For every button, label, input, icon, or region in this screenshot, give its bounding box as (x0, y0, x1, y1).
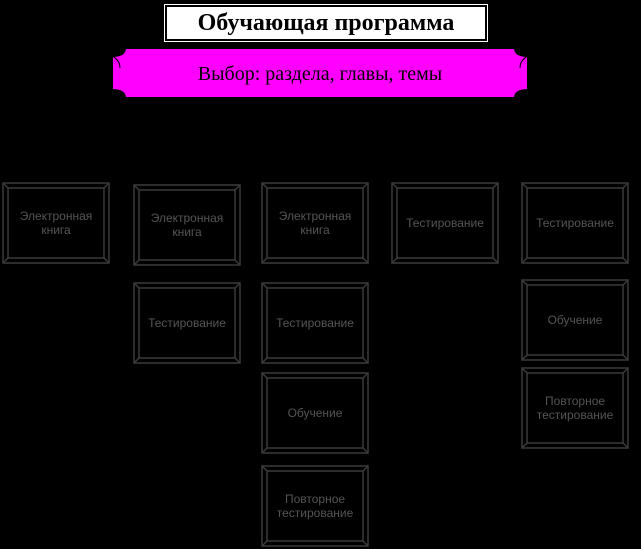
arrow-to-col5 (478, 96, 570, 174)
node-col2-e-book: Электронная книга (150, 211, 224, 239)
node-col3-retest: Повторное тестирование (276, 492, 354, 520)
node-col3-e-book: Электронная книга (278, 209, 352, 237)
arrow-to-col3 (311, 98, 333, 179)
node-col4-testing: Тестирование (406, 216, 484, 230)
banner-shape (111, 47, 529, 99)
arrow-to-col1 (59, 96, 156, 174)
node-col1-e-book: Электронная книга (19, 209, 93, 237)
banner-label: Выбор: раздела, главы, темы (197, 62, 443, 85)
node-col5-testing: Тестирование (536, 216, 614, 230)
node-col3-testing: Тестирование (276, 316, 354, 330)
diagram-title: Обучающая программа (165, 5, 487, 41)
node-col3-learning: Обучение (287, 406, 343, 420)
node-col5-learning: Обучение (547, 313, 603, 327)
node-col2-testing: Тестирование (148, 316, 226, 330)
arrow-to-col4 (403, 97, 457, 180)
arrows (59, 96, 570, 180)
node-col5-retest: Повторное тестирование (536, 394, 614, 422)
arrow-to-col2 (197, 97, 247, 180)
node-frames (2, 182, 629, 547)
